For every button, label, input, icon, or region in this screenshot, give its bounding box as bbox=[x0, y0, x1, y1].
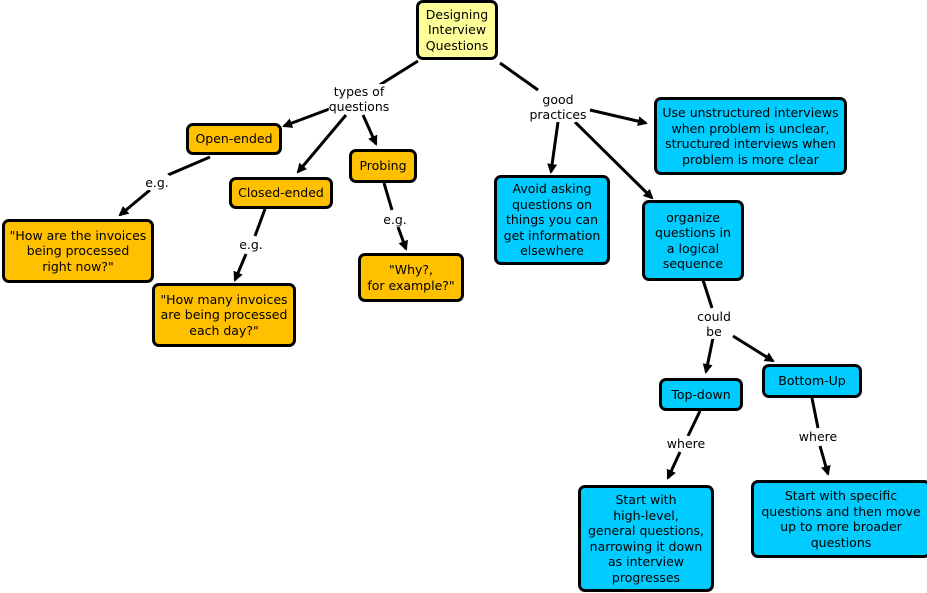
node-bottom-up: Bottom-Up bbox=[762, 364, 862, 398]
arrow-to-organize bbox=[573, 120, 654, 200]
connector-root-practices bbox=[499, 61, 539, 92]
node-open-example: "How are the invoices being processed ri… bbox=[2, 219, 154, 283]
node-closed-ended: Closed-ended bbox=[229, 177, 333, 209]
arrow-to-top-down-desc bbox=[666, 451, 682, 480]
connector-open-eg bbox=[167, 155, 211, 177]
node-top-down: Top-down bbox=[659, 378, 743, 411]
node-bottom-up-desc: Start with specific questions and then m… bbox=[751, 480, 927, 558]
node-open-ended: Open-ended bbox=[186, 123, 282, 155]
connector-bottom-where bbox=[810, 397, 820, 429]
arrow-to-unstructured bbox=[589, 108, 648, 127]
arrow-to-open-ended bbox=[282, 106, 333, 128]
link-label-eg-closed: e.g. bbox=[239, 237, 263, 252]
root-node: Designing Interview Questions bbox=[416, 0, 498, 60]
link-label-eg-probing: e.g. bbox=[383, 212, 407, 227]
node-closed-example: "How many invoices are being processed e… bbox=[152, 283, 296, 347]
connector-top-where bbox=[686, 410, 702, 437]
arrow-to-closed-example bbox=[233, 253, 248, 282]
node-probing-example: "Why?, for example?" bbox=[358, 253, 464, 302]
arrow-to-bottom-up-desc bbox=[818, 445, 831, 476]
connector-closed-eg bbox=[253, 208, 267, 237]
link-label-eg-open: e.g. bbox=[145, 175, 169, 190]
arrow-to-bottom-up bbox=[732, 334, 775, 363]
link-label-where-top: where bbox=[666, 436, 706, 451]
arrow-to-probing-example bbox=[396, 226, 408, 251]
connector-organize-couldbe bbox=[701, 279, 714, 309]
arrow-to-closed-ended bbox=[296, 114, 348, 174]
connector-root-types bbox=[377, 59, 419, 88]
node-unstructured: Use unstructured interviews when problem… bbox=[654, 97, 847, 175]
link-label-good-practices: good practices bbox=[529, 92, 587, 122]
arrow-to-top-down bbox=[702, 337, 715, 374]
node-avoid: Avoid asking questions on things you can… bbox=[494, 175, 610, 265]
arrow-to-probing bbox=[361, 114, 378, 146]
node-top-down-desc: Start with high-level, general questions… bbox=[578, 485, 714, 592]
arrow-to-open-example bbox=[118, 188, 151, 217]
link-label-could-be: could be bbox=[697, 309, 731, 339]
node-organize: organize questions in a logical sequence bbox=[642, 200, 744, 281]
link-label-where-bottom: where bbox=[798, 429, 838, 444]
arrow-to-avoid bbox=[547, 121, 560, 174]
link-label-types-of-questions: types of questions bbox=[328, 84, 390, 114]
connector-probing-eg bbox=[382, 182, 394, 211]
node-probing: Probing bbox=[349, 149, 417, 183]
